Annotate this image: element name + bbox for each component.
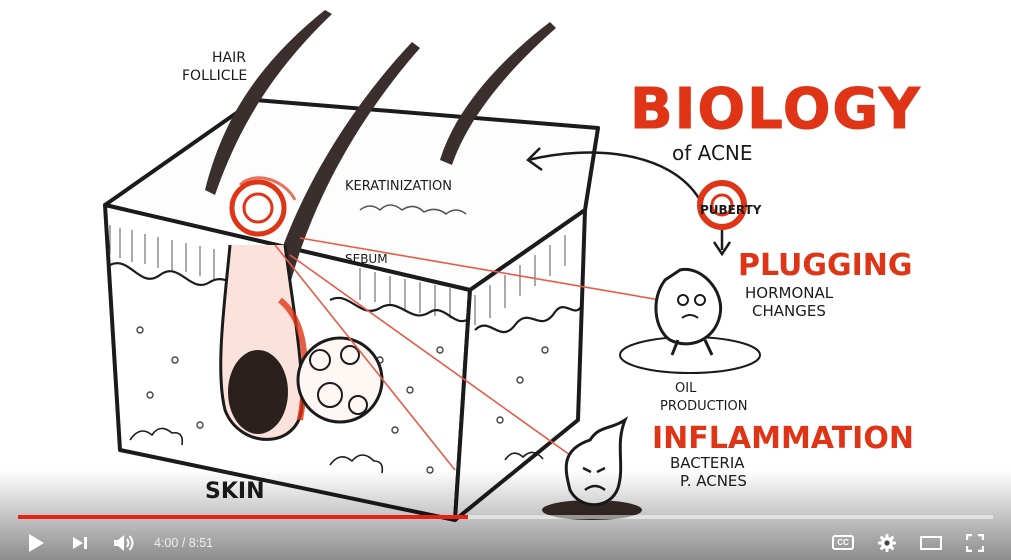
volume-icon	[113, 534, 135, 552]
closed-captions-icon: CC	[832, 535, 854, 550]
label-keratinization: KERATINIZATION	[345, 179, 452, 194]
label-sebum: SEBUM	[345, 252, 388, 266]
label-puberty: PUBERTY	[700, 203, 762, 217]
play-button[interactable]	[14, 526, 58, 560]
label-oil: OIL	[675, 381, 697, 396]
next-button[interactable]	[58, 526, 102, 560]
right-controls: CC	[821, 526, 997, 560]
theater-mode-button[interactable]	[909, 526, 953, 560]
time-display: 4:00 / 8:51	[154, 536, 213, 550]
label-bacteria: BACTERIA	[670, 454, 745, 472]
fullscreen-button[interactable]	[953, 526, 997, 560]
progress-bar[interactable]	[18, 515, 993, 519]
closed-captions-button[interactable]: CC	[821, 526, 865, 560]
theater-mode-icon	[920, 536, 942, 550]
label-skin: SKIN	[205, 479, 265, 504]
current-time: 4:00	[154, 536, 178, 550]
duration: 8:51	[189, 536, 213, 550]
label-follicle: FOLLICLE	[182, 68, 247, 84]
play-icon	[27, 533, 45, 553]
label-inflammation: INFLAMMATION	[652, 421, 914, 456]
fullscreen-icon	[966, 534, 984, 552]
label-hormonal: HORMONAL	[745, 284, 834, 302]
control-bar: 4:00 / 8:51 CC	[0, 525, 1011, 560]
label-production: PRODUCTION	[660, 399, 747, 414]
skin-block-drawing	[105, 100, 598, 520]
progress-played	[18, 515, 468, 519]
settings-button[interactable]	[865, 526, 909, 560]
time-separator: /	[178, 536, 188, 550]
left-controls: 4:00 / 8:51	[14, 526, 213, 560]
next-icon	[72, 535, 88, 551]
gear-icon	[878, 534, 896, 552]
title-biology: BIOLOGY	[630, 77, 922, 142]
label-plugging: PLUGGING	[738, 248, 913, 283]
title-of-acne: of ACNE	[672, 141, 753, 165]
label-hair: HAIR	[212, 50, 246, 66]
label-p-acnes: P. ACNES	[680, 472, 747, 490]
label-changes: CHANGES	[752, 302, 826, 320]
volume-button[interactable]	[102, 526, 146, 560]
